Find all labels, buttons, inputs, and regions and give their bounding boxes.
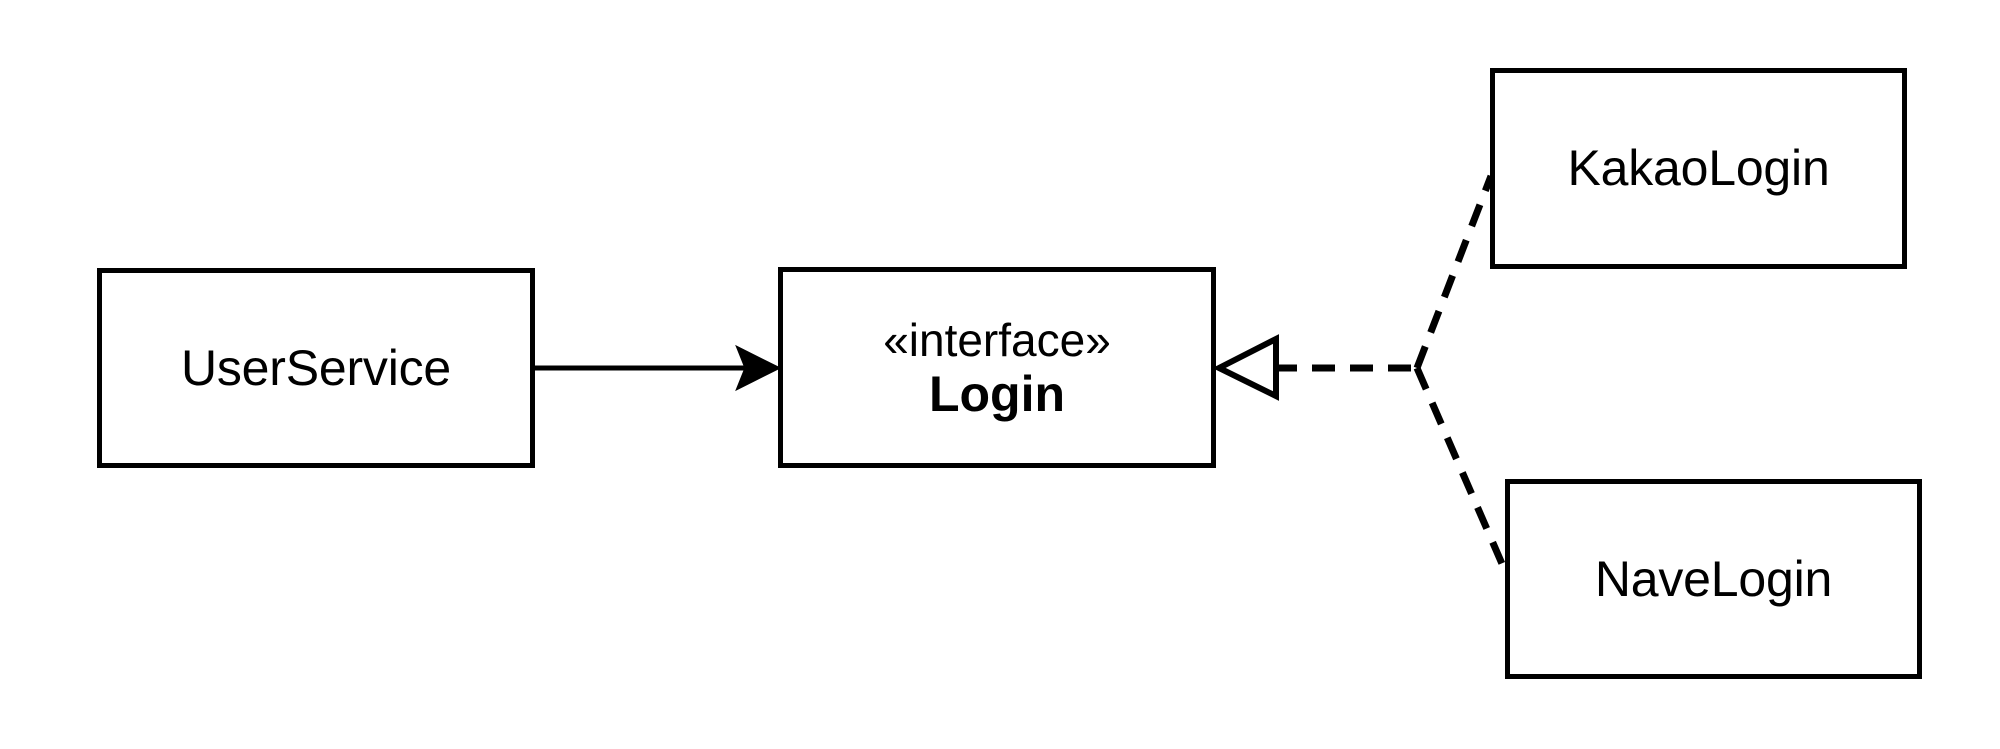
class-name-user-service: UserService [180,339,452,396]
class-box-user-service[interactable]: UserService [97,268,535,468]
stereotype-label-login: «interface» [883,313,1111,366]
class-name-nave-login: NaveLogin [1594,550,1833,607]
class-name-kakao-login: KakaoLogin [1567,140,1830,196]
connector-realization-group[interactable] [1212,174,1510,575]
realization-branch-navelogin-dashed [1413,366,1510,575]
hollow-triangle-arrowhead-icon [1212,334,1279,401]
class-box-nave-login[interactable]: NaveLogin [1505,479,1922,679]
connector-dependency-userservice-login[interactable] [535,344,782,392]
class-box-login[interactable]: «interface» Login [778,267,1216,468]
filled-arrowhead-icon [735,344,782,392]
class-name-login: Login [928,365,1066,422]
realization-branch-kakaologin-dashed [1413,174,1495,370]
class-box-kakao-login[interactable]: KakaoLogin [1490,68,1907,269]
